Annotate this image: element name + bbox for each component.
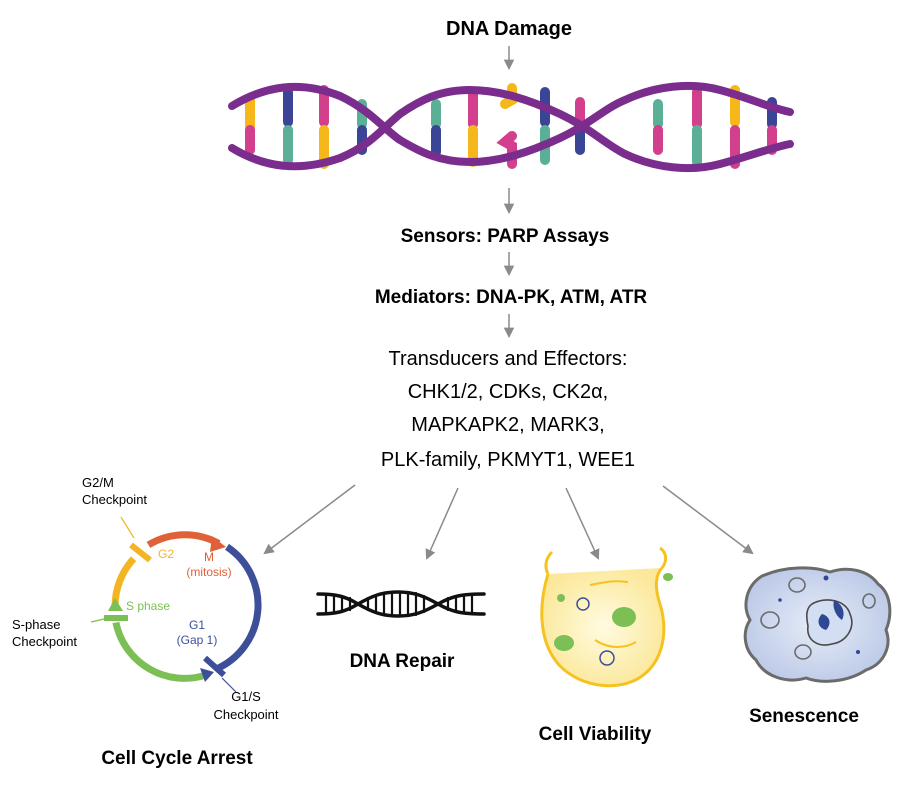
s-phase-arc <box>112 621 207 682</box>
title-dna-damage: DNA Damage <box>446 18 572 40</box>
arrow-to-cell-viability <box>565 487 600 560</box>
g2m-checkpoint-bar <box>129 542 152 563</box>
arrow-to-cell-cycle <box>263 484 356 555</box>
transducers-line-1: Transducers and Effectors: <box>388 348 627 370</box>
g2m-checkpoint-leader <box>120 516 135 539</box>
s-phase-label: S phase <box>126 599 170 613</box>
senescence-cell-icon <box>743 566 892 683</box>
dna-helix-illustration <box>228 81 794 173</box>
transducers-line-2: CHK1/2, CDKs, CK2α, <box>408 381 609 403</box>
g1s-checkpoint-leader <box>221 677 237 693</box>
m-label: M <box>204 550 214 564</box>
g2m-checkpoint-line-1: G2/M <box>82 475 114 490</box>
s-phase-arrowhead <box>108 598 123 611</box>
g1-phase-arc <box>214 543 262 673</box>
g1-phase-arrowhead <box>200 668 214 682</box>
s-checkpoint-line-1: S-phase <box>12 617 60 632</box>
mediators-label: Mediators: DNA-PK, ATM, ATR <box>375 287 648 308</box>
transducers-line-3: MAPKAPK2, MARK3, <box>411 414 604 436</box>
dna-strand-1 <box>228 81 794 167</box>
senescence-label: Senescence <box>749 706 859 727</box>
m-sub-label: (mitosis) <box>186 565 231 579</box>
g2m-checkpoint-line-2: Checkpoint <box>82 492 147 507</box>
cell-cycle-arrest-label: Cell Cycle Arrest <box>101 748 253 769</box>
g1-label: G1 <box>189 618 205 632</box>
dna-repair-helix-icon <box>316 590 486 618</box>
cell-viability-icon <box>540 546 673 688</box>
arrow-to-senescence <box>662 485 754 555</box>
g1s-checkpoint-line-2: Checkpoint <box>213 707 278 722</box>
arrow-to-dna-repair <box>425 487 459 560</box>
transducers-effectors-text: Transducers and Effectors: CHK1/2, CDKs,… <box>381 348 635 471</box>
cell-viability-label: Cell Viability <box>539 724 652 745</box>
g1-sub-label: (Gap 1) <box>177 633 218 647</box>
dna-strand-2 <box>228 85 794 173</box>
outcome-arrows <box>263 484 754 560</box>
g1s-checkpoint-line-1: G1/S <box>231 689 261 704</box>
transducers-line-4: PLK-family, PKMYT1, WEE1 <box>381 449 635 471</box>
s-checkpoint-leader <box>90 618 105 623</box>
cell-viability-body <box>540 566 666 688</box>
g2-label: G2 <box>158 547 174 561</box>
sensors-label: Sensors: PARP Assays <box>401 226 610 247</box>
g1s-checkpoint-bar <box>202 655 227 678</box>
m-phase-arrowhead <box>210 536 226 552</box>
dna-repair-label: DNA Repair <box>350 651 455 672</box>
m-phase-arc <box>146 531 221 548</box>
s-checkpoint-line-2: Checkpoint <box>12 634 77 649</box>
